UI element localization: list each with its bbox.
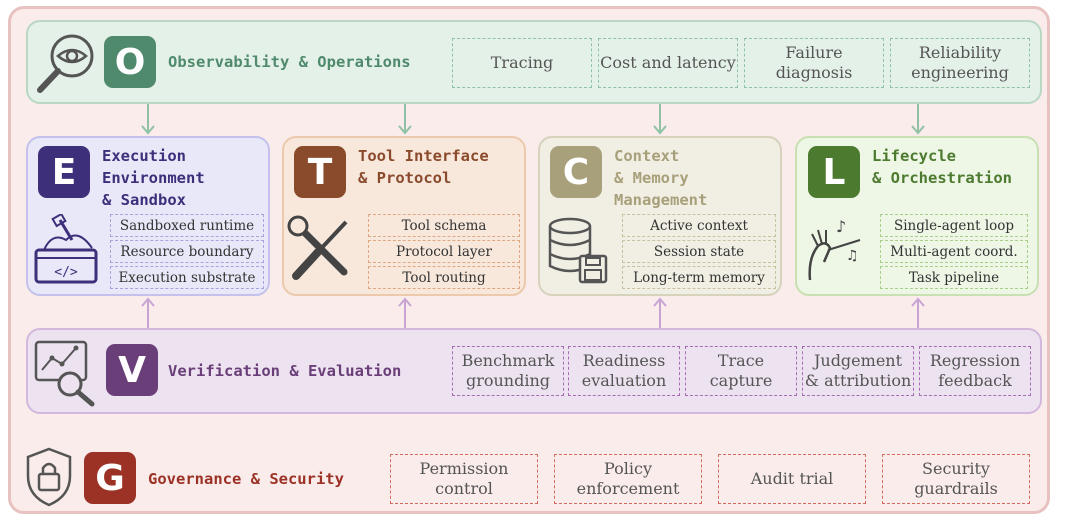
execution-title: Execution Environment & Sandbox: [102, 147, 205, 209]
observability-letter: O: [104, 36, 156, 88]
sandbox-code-icon: </>: [34, 214, 98, 284]
verification-letter: V: [106, 344, 158, 396]
shield-lock-icon: [26, 447, 72, 507]
database-save-icon: [548, 217, 608, 284]
governance-title: Governance & Security: [148, 470, 344, 488]
verification-item-2: Trace capture: [685, 346, 797, 396]
observability-item-failure: Failure diagnosis: [744, 38, 884, 88]
verification-band: [26, 328, 1042, 414]
observability-item-tracing: Tracing: [452, 38, 592, 88]
svg-text:♪: ♪: [836, 217, 846, 236]
lifecycle-letter: L: [808, 146, 860, 198]
arrow-ver-to-execution: [141, 297, 155, 328]
verification-item-4: Regression feedback: [919, 346, 1031, 396]
lifecycle-item-1: Multi-agent coord.: [880, 240, 1028, 263]
tool-item-0: Tool schema: [368, 214, 520, 237]
verification-item-3: Judgement & attribution: [802, 346, 914, 396]
execution-item-1: Resource boundary: [110, 240, 264, 263]
observability-title: Observability & Operations: [168, 53, 411, 71]
tool-item-2: Tool routing: [368, 266, 520, 289]
governance-item-2: Audit trial: [718, 454, 866, 504]
verification-item-1: Readiness evaluation: [568, 346, 680, 396]
governance-item-0: Permission control: [390, 454, 538, 504]
verification-title: Verification & Evaluation: [168, 362, 402, 380]
observability-item-reliability: Reliability engineering: [890, 38, 1030, 88]
svg-text:♫: ♫: [846, 248, 859, 264]
arrow-obs-to-tool: [398, 104, 412, 135]
magnifier-eye-icon: [37, 34, 94, 93]
lifecycle-item-0: Single-agent loop: [880, 214, 1028, 237]
execution-item-0: Sandboxed runtime: [110, 214, 264, 237]
context-item-1: Session state: [622, 240, 776, 263]
execution-card: [26, 136, 270, 296]
lifecycle-title: Lifecycle & Orchestration: [872, 147, 1012, 187]
verification-item-0: Benchmark grounding: [452, 346, 564, 396]
chart-magnifier-icon: [34, 340, 95, 407]
context-item-0: Active context: [622, 214, 776, 237]
execution-letter: E: [38, 146, 90, 198]
observability-band: [26, 20, 1042, 104]
governance-item-1: Policy enforcement: [554, 454, 702, 504]
arrow-obs-to-context: [653, 104, 667, 135]
governance-item-3: Security guardrails: [882, 454, 1030, 504]
context-item-2: Long-term memory: [622, 266, 776, 289]
arrow-obs-to-execution: [141, 104, 155, 135]
conductor-music-icon: ♪ ♫: [808, 217, 861, 281]
tool-title: Tool Interface & Protocol: [358, 147, 489, 187]
observability-item-cost: Cost and latency: [598, 38, 738, 88]
tool-letter: T: [294, 146, 346, 198]
tool-item-1: Protocol layer: [368, 240, 520, 263]
context-title: Context & Memory Management: [614, 147, 708, 209]
lifecycle-item-2: Task pipeline: [880, 266, 1028, 289]
arrow-ver-to-tool: [398, 297, 412, 328]
wrench-screwdriver-icon: [287, 215, 348, 280]
execution-item-2: Execution substrate: [110, 266, 264, 289]
governance-letter: G: [84, 452, 136, 504]
context-letter: C: [550, 146, 602, 198]
arrow-ver-to-context: [653, 297, 667, 328]
arrow-ver-to-lifecycle: [911, 297, 925, 328]
arrow-obs-to-lifecycle: [911, 104, 925, 135]
svg-text:</>: </>: [54, 265, 78, 280]
